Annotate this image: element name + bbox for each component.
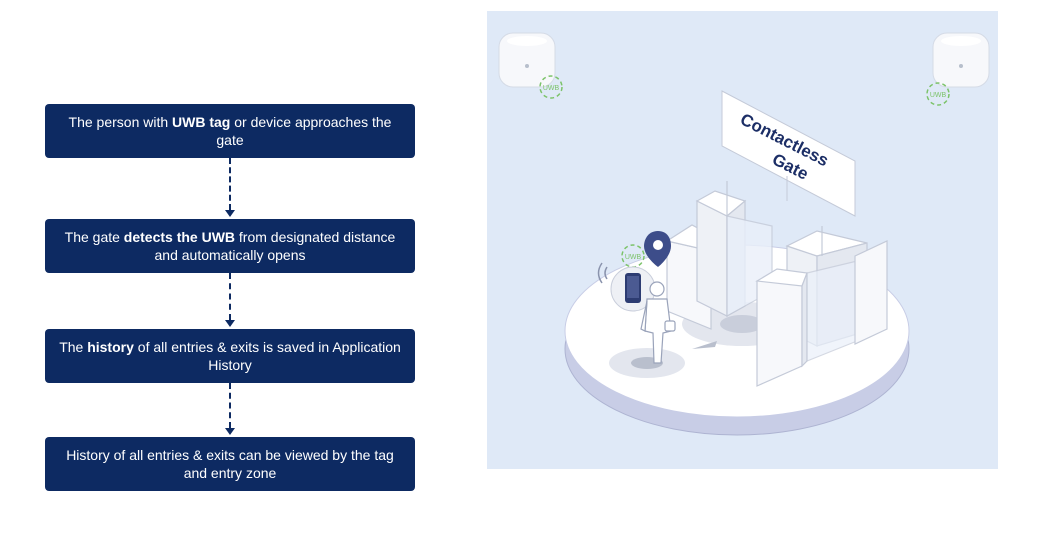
flow-connector-2 bbox=[229, 273, 231, 320]
uwb-anchor-left-icon: UWB bbox=[498, 32, 563, 99]
contactless-gate-sign: Contactless Gate bbox=[721, 90, 856, 217]
contactless-gate-illustration: UWB UWB bbox=[487, 11, 998, 469]
flow-step-4: History of all entries & exits can be vi… bbox=[45, 437, 415, 491]
person-figure bbox=[640, 281, 676, 364]
flow-arrow-1-icon bbox=[225, 210, 235, 217]
flow-connector-3 bbox=[229, 383, 231, 428]
flow-step-2-text: The gate detects the UWB from designated… bbox=[64, 229, 396, 263]
flow-connector-1 bbox=[229, 158, 231, 210]
location-pin-icon bbox=[644, 231, 671, 267]
uwb-anchor-right-label: UWB bbox=[930, 92, 947, 99]
uwb-tag-label: UWB bbox=[625, 254, 642, 261]
flow-step-4-text: History of all entries & exits can be vi… bbox=[66, 447, 394, 481]
flow-step-2: The gate detects the UWB from designated… bbox=[45, 219, 415, 273]
gate-booths bbox=[665, 181, 888, 387]
flow-step-1-text: The person with UWB tag or device approa… bbox=[68, 114, 392, 148]
flow-step-1: The person with UWB tag or device approa… bbox=[45, 104, 415, 158]
uwb-anchor-right-icon: UWB bbox=[926, 32, 990, 106]
phone-icon bbox=[597, 262, 656, 312]
uwb-anchor-left-label: UWB bbox=[543, 85, 560, 92]
flow-step-3: The history of all entries & exits is sa… bbox=[45, 329, 415, 383]
flow-arrow-3-icon bbox=[225, 428, 235, 435]
flow-step-3-text: The history of all entries & exits is sa… bbox=[59, 339, 401, 373]
flow-arrow-2-icon bbox=[225, 320, 235, 327]
